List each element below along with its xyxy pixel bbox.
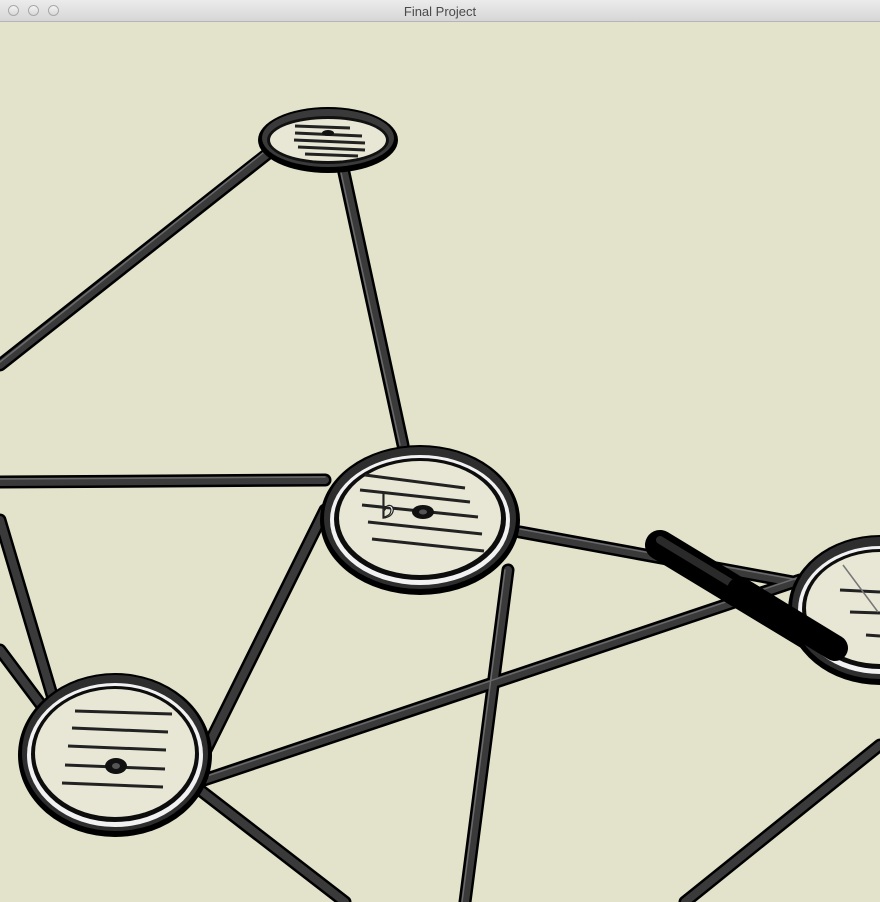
3d-scene-canvas[interactable]: ♭ — [0, 22, 880, 902]
staff-lines — [839, 588, 880, 638]
zoom-window-button[interactable] — [48, 5, 59, 16]
flat-sign: ♭ — [380, 487, 396, 527]
top-node[interactable] — [258, 107, 398, 173]
staff-lines — [61, 709, 173, 789]
close-window-button[interactable] — [8, 5, 19, 16]
minimize-window-button[interactable] — [28, 5, 39, 16]
rod-foreground-overlap — [727, 577, 848, 661]
center-node[interactable]: ♭ — [320, 445, 520, 595]
window-title: Final Project — [403, 4, 477, 19]
title-bar: Final Project — [0, 0, 880, 22]
right-node[interactable] — [788, 535, 880, 685]
lower-left-node[interactable] — [18, 673, 212, 837]
lower-left-node-disc — [35, 689, 195, 817]
